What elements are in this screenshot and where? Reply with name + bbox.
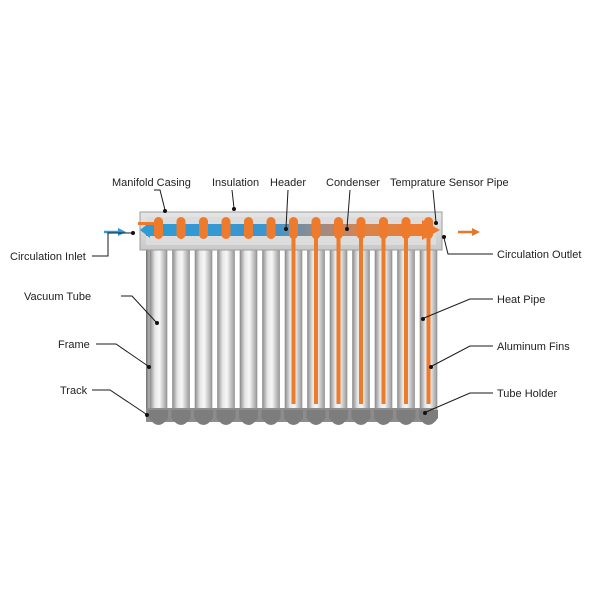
label-circulation-outlet: Circulation Outlet — [497, 249, 581, 261]
label-aluminum-fins: Aluminum Fins — [497, 341, 570, 353]
label-manifold-casing: Manifold Casing — [112, 177, 191, 189]
heat-pipe — [314, 238, 318, 404]
tube-holder — [351, 410, 371, 425]
label-header: Header — [270, 177, 306, 189]
condenser — [176, 217, 186, 239]
tube-holder — [171, 410, 191, 425]
condenser — [221, 217, 231, 239]
tube-holders — [149, 410, 438, 425]
condenser — [356, 217, 366, 239]
label-insulation: Insulation — [212, 177, 259, 189]
tube-holder — [261, 410, 281, 425]
tube-holder — [216, 410, 236, 425]
heat-pipe — [291, 238, 296, 404]
heat-pipe — [359, 238, 363, 404]
label-circulation-inlet: Circulation Inlet — [10, 251, 86, 263]
tube-holder — [374, 410, 393, 425]
condenser — [154, 217, 163, 239]
label-temperature-sensor-pipe: Temprature Sensor Pipe — [390, 177, 509, 189]
temperature-sensor-pipe — [138, 222, 158, 225]
vacuum-tube — [194, 245, 213, 415]
condenser — [424, 217, 433, 239]
condenser — [334, 217, 343, 239]
tube-holder — [419, 410, 438, 425]
tube-holder — [329, 410, 348, 425]
vacuum-tube — [239, 245, 258, 415]
frame-rail-left — [146, 248, 153, 420]
condenser — [401, 217, 411, 239]
label-heat-pipe: Heat Pipe — [497, 294, 545, 306]
tube-holder — [284, 410, 303, 425]
vacuum-tube — [172, 245, 190, 415]
outlet-arrow — [458, 228, 480, 236]
leader-lines — [92, 189, 493, 417]
label-frame: Frame — [58, 339, 90, 351]
label-condenser: Condenser — [326, 177, 380, 189]
label-track: Track — [60, 385, 88, 397]
condenser — [244, 217, 253, 239]
heat-pipe — [381, 238, 386, 404]
condenser — [289, 217, 298, 239]
heat-pipe — [426, 238, 431, 404]
tube-holder — [239, 410, 258, 425]
vacuum-tube — [149, 245, 168, 415]
heat-pipe — [404, 238, 408, 404]
condenser — [311, 217, 321, 239]
tube-holder — [306, 410, 326, 425]
vacuum-tube — [262, 245, 280, 415]
heat-pipe — [336, 238, 341, 404]
label-tube-holder: Tube Holder — [497, 388, 557, 400]
condenser — [379, 217, 388, 239]
condenser — [266, 217, 276, 239]
vacuum-tube — [217, 245, 235, 415]
header-inlet-tip — [140, 222, 150, 238]
heat-pipes — [154, 217, 433, 404]
tube-holder — [396, 410, 416, 425]
inlet-arrow — [104, 228, 126, 236]
condenser — [199, 217, 208, 239]
tube-holder — [149, 410, 168, 425]
label-vacuum-tube: Vacuum Tube — [24, 291, 91, 303]
tube-holder — [194, 410, 213, 425]
